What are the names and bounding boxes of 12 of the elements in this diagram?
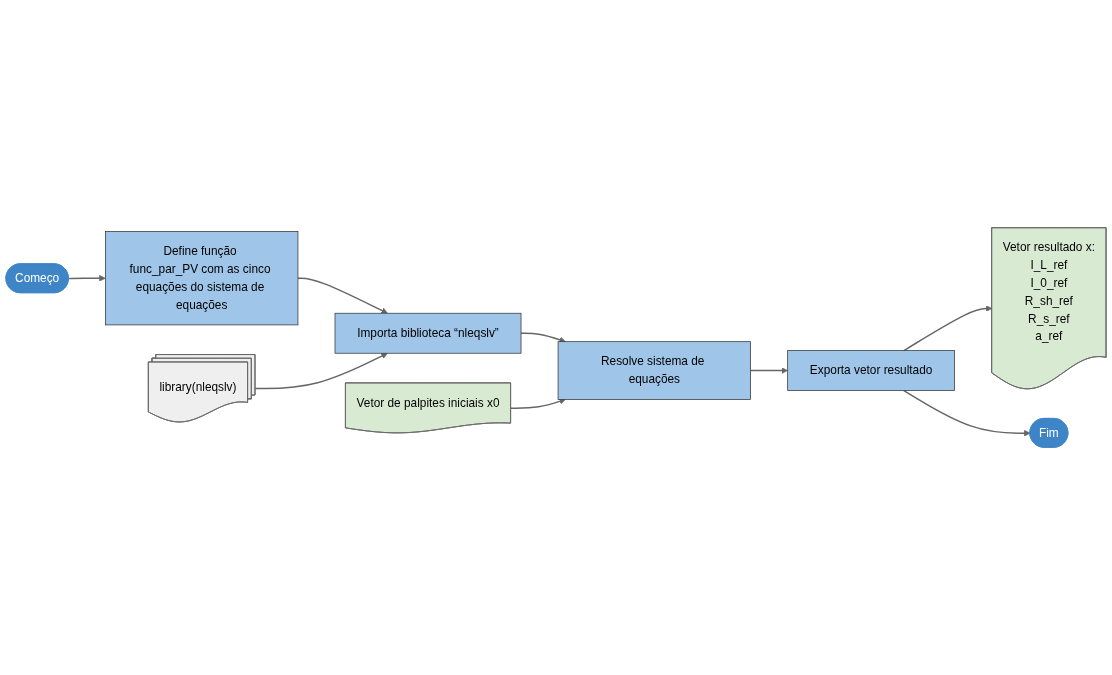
node-box: Resolve sistema de equações bbox=[557, 341, 751, 400]
arrow bbox=[68, 275, 106, 282]
arrow bbox=[510, 398, 566, 409]
arrow bbox=[903, 305, 993, 352]
node-box: Exporta vetor resultado bbox=[787, 350, 955, 391]
arrow bbox=[903, 389, 1031, 437]
arrow bbox=[254, 352, 388, 390]
arrow bbox=[520, 332, 566, 343]
arrow bbox=[297, 277, 388, 314]
arrow bbox=[749, 367, 788, 374]
node-box: Define função func_par_PV com as cinco equações do sistema de equações bbox=[105, 231, 299, 326]
node-box: Importa biblioteca “nleqslv” bbox=[334, 312, 522, 354]
